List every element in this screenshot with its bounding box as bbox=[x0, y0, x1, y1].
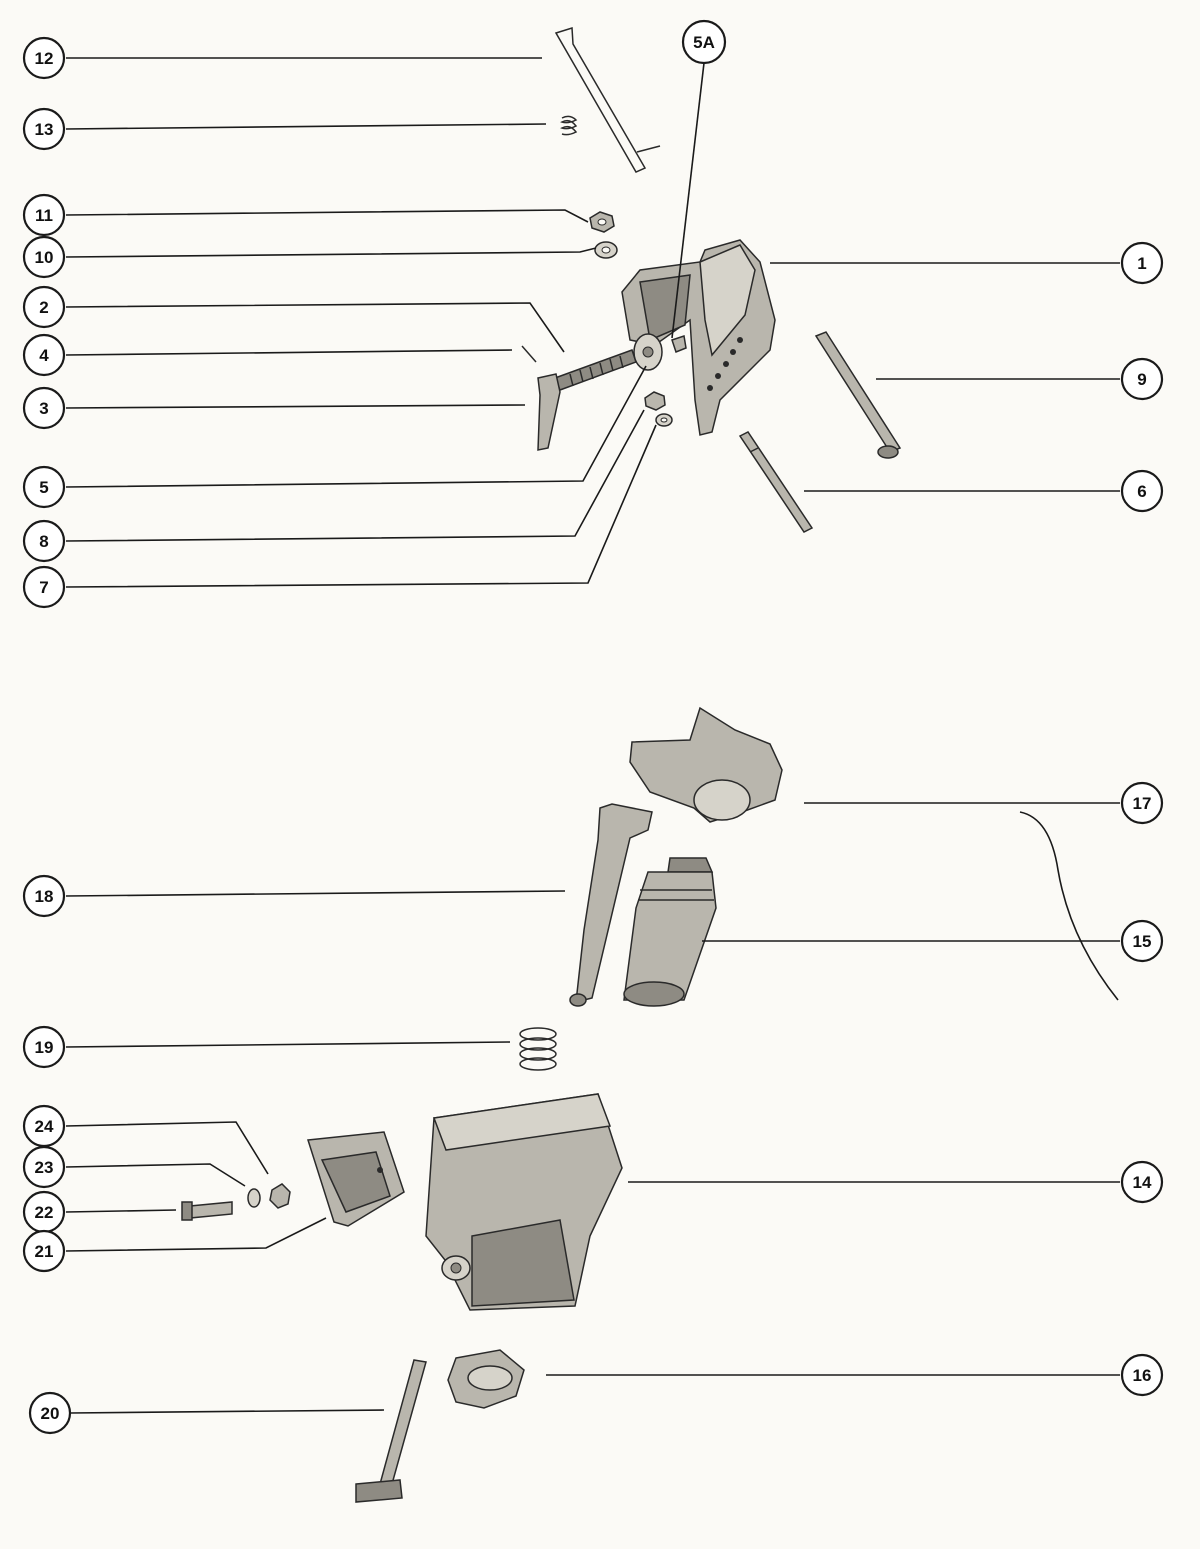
part-4-pin bbox=[521, 345, 537, 363]
svg-text:7: 7 bbox=[39, 578, 48, 597]
svg-text:17: 17 bbox=[1133, 794, 1152, 813]
svg-text:24: 24 bbox=[35, 1117, 54, 1136]
callout-16: 16 bbox=[1120, 1353, 1164, 1397]
part-8-nut bbox=[644, 391, 666, 411]
part-5-clamp-pad bbox=[633, 333, 663, 371]
part-6-tilt-pin bbox=[738, 431, 814, 533]
part-21-block bbox=[307, 1131, 405, 1227]
callout-10: 10 bbox=[22, 235, 66, 279]
svg-text:19: 19 bbox=[35, 1038, 54, 1057]
svg-text:16: 16 bbox=[1133, 1366, 1152, 1385]
svg-text:20: 20 bbox=[41, 1404, 60, 1423]
part-2-clamp-screw bbox=[554, 349, 637, 391]
svg-text:11: 11 bbox=[35, 206, 53, 225]
callout-8: 8 bbox=[22, 519, 66, 563]
svg-text:15: 15 bbox=[1133, 932, 1152, 951]
callout-6: 6 bbox=[1120, 469, 1164, 513]
callout-1: 1 bbox=[1120, 241, 1164, 285]
part-23-washer bbox=[247, 1188, 261, 1208]
part-5a-screw bbox=[671, 335, 687, 353]
part-9-through-bolt bbox=[814, 331, 902, 459]
part-7-washer bbox=[655, 413, 673, 427]
callout-23: 23 bbox=[22, 1145, 66, 1189]
svg-text:9: 9 bbox=[1137, 370, 1146, 389]
part-10-washer bbox=[594, 241, 618, 259]
callout-5a: 5A bbox=[681, 19, 727, 65]
svg-text:5A: 5A bbox=[693, 33, 715, 52]
svg-text:21: 21 bbox=[35, 1242, 54, 1261]
part-22-bolt bbox=[181, 1201, 233, 1221]
callout-4: 4 bbox=[22, 333, 66, 377]
callout-21: 21 bbox=[22, 1229, 66, 1273]
svg-text:10: 10 bbox=[35, 248, 54, 267]
svg-text:13: 13 bbox=[35, 120, 54, 139]
svg-text:23: 23 bbox=[35, 1158, 54, 1177]
part-14-swivel-bracket bbox=[425, 1093, 623, 1311]
svg-text:2: 2 bbox=[39, 298, 48, 317]
svg-text:22: 22 bbox=[35, 1203, 54, 1222]
callout-17: 17 bbox=[1120, 781, 1164, 825]
part-17-swivel-knob bbox=[629, 706, 783, 823]
callout-9: 9 bbox=[1120, 357, 1164, 401]
part-11-nut bbox=[589, 211, 615, 233]
svg-text:12: 12 bbox=[35, 49, 54, 68]
svg-text:3: 3 bbox=[39, 399, 48, 418]
part-24-nut bbox=[269, 1183, 291, 1209]
callout-24: 24 bbox=[22, 1104, 66, 1148]
reference-curve bbox=[1019, 811, 1119, 1001]
part-15-swivel-tube bbox=[623, 857, 717, 1007]
callout-22: 22 bbox=[22, 1190, 66, 1234]
part-12-tilt-lock-rod bbox=[554, 26, 661, 173]
callout-12: 12 bbox=[22, 36, 66, 80]
callout-11: 11 bbox=[22, 193, 66, 237]
svg-text:6: 6 bbox=[1137, 482, 1146, 501]
callout-15: 15 bbox=[1120, 919, 1164, 963]
callout-18: 18 bbox=[22, 874, 66, 918]
callouts: 12 13 11 10 2 4 3 5 8 7 5A 1 9 6 17 18 1… bbox=[22, 19, 1164, 1435]
callout-7: 7 bbox=[22, 565, 66, 609]
callout-14: 14 bbox=[1120, 1160, 1164, 1204]
part-18-lever bbox=[569, 803, 653, 1007]
svg-text:5: 5 bbox=[39, 478, 48, 497]
part-20-rod bbox=[355, 1359, 427, 1503]
svg-text:1: 1 bbox=[1137, 254, 1146, 273]
callout-19: 19 bbox=[22, 1025, 66, 1069]
part-19-spring bbox=[519, 1027, 557, 1071]
part-3-clamp-handle bbox=[537, 373, 561, 451]
svg-text:4: 4 bbox=[39, 346, 49, 365]
callout-2: 2 bbox=[22, 285, 66, 329]
part-16-ring bbox=[447, 1349, 525, 1409]
callout-20: 20 bbox=[28, 1391, 72, 1435]
svg-text:14: 14 bbox=[1133, 1173, 1152, 1192]
svg-text:8: 8 bbox=[39, 532, 48, 551]
leader-lines bbox=[65, 57, 1120, 1414]
callout-3: 3 bbox=[22, 386, 66, 430]
callout-13: 13 bbox=[22, 107, 66, 151]
part-13-spring bbox=[560, 115, 578, 136]
svg-text:18: 18 bbox=[35, 887, 54, 906]
callout-5: 5 bbox=[22, 465, 66, 509]
